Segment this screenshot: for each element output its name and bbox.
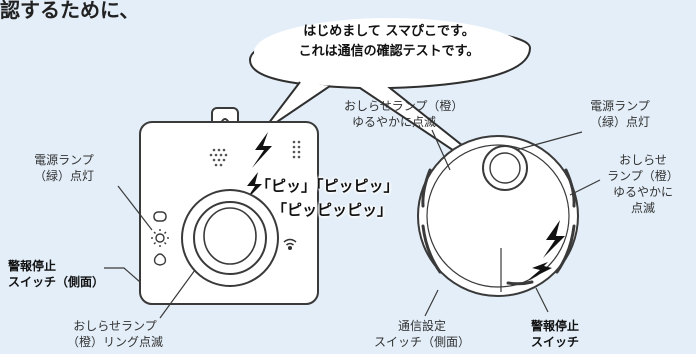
- left-device-lamp-bottom: [153, 253, 167, 266]
- leader-line: [515, 131, 583, 151]
- lightning-bolt-icon: [543, 220, 565, 258]
- leader-line: [431, 129, 451, 171]
- left-device-speaker-dots: [209, 148, 228, 167]
- speech-bubble-line-1: はじめまして スマぴこです。: [303, 24, 475, 39]
- right-power-lamp-label: 電源ランプ （緑）点灯: [589, 99, 650, 129]
- leader-line: [104, 267, 141, 283]
- power-lamp-icon: [151, 229, 169, 247]
- left-device-lamp-top: [153, 211, 167, 222]
- speech-bubble-body: [254, 18, 526, 86]
- right-comm-setting-switch-label: 通信設定 スイッチ（側面）: [373, 319, 470, 349]
- leader-line: [159, 269, 196, 319]
- lightning-bolt-icon: [528, 262, 552, 280]
- left-notification-ring-label: おしらせランプ （橙）リング点滅: [66, 319, 163, 349]
- speech-bubble-line-2: これは通信の確認テストです。: [298, 44, 480, 59]
- lightning-bolt-icon: [252, 132, 272, 168]
- right-alarm-stop-switch-label: 警報停止 スイッチ: [530, 319, 579, 349]
- sound-text-line-1: 「ピッ」「ピッピッ」: [256, 177, 399, 195]
- right-device-lamp-left-bottom: [421, 224, 442, 274]
- right-device-lamp-right-bottom: [555, 224, 576, 274]
- wifi-icon: [283, 238, 297, 251]
- leader-line: [569, 179, 601, 196]
- left-device-speaker-dots-right: [292, 140, 301, 159]
- right-notification-lamp-side-label: おしらせ ランプ（橙） ゆるやかに 点滅: [607, 153, 679, 215]
- right-notification-lamp-top-label: おしらせランプ（橙） ゆるやかに点滅: [344, 99, 464, 129]
- top-text: 認するために、: [0, 0, 140, 22]
- left-alarm-stop-switch-label: 警報停止 スイッチ（側面）: [8, 259, 105, 289]
- leader-line: [535, 287, 549, 313]
- leader-line: [117, 185, 153, 231]
- right-device-alarm-stop-switch: [506, 280, 534, 286]
- right-device-lamp-right-top: [564, 168, 576, 208]
- left-power-lamp-label: 電源ランプ （緑）点灯: [33, 153, 94, 183]
- right-device-inner-ring: [426, 144, 570, 288]
- lightning-bolt-icon: [246, 172, 262, 200]
- right-device-body: [417, 135, 579, 297]
- leader-line: [424, 289, 439, 317]
- right-device-lamp-left-top: [421, 168, 432, 208]
- speech-bubble-text: はじめまして スマぴこです。 これは通信の確認テストです。: [234, 22, 544, 62]
- sound-text-line-2: 「ピッピッピッ」: [272, 201, 393, 219]
